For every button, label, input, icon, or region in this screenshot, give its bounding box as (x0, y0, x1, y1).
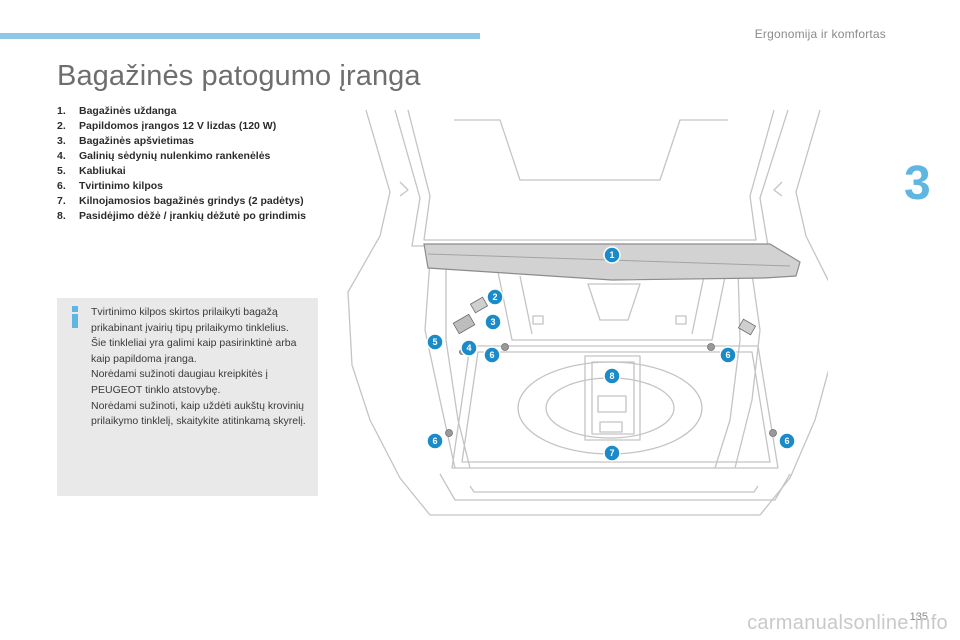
callout-label: 6 (784, 436, 789, 446)
page-title: Bagažinės patogumo įranga (57, 60, 421, 92)
callout-5: 5 (426, 333, 444, 351)
legend-item: 6. Tvirtinimo kilpos (57, 179, 327, 194)
legend-number: 1. (57, 105, 66, 117)
legend-label: Kabliukai (79, 165, 126, 177)
info-icon (69, 306, 81, 328)
callout-6: 6 (778, 432, 796, 450)
legend-item: 2. Papildomos įrangos 12 V lizdas (120 W) (57, 119, 327, 134)
info-text: Tvirtinimo kilpos skirtos prilaikyti bag… (91, 305, 313, 430)
callout-label: 6 (432, 436, 437, 446)
legend-item: 4. Galinių sėdynių nulenkimo rankenėlės (57, 149, 327, 164)
callout-6: 6 (719, 346, 737, 364)
trunk-diagram: 1 2 3 4 5 6 6 6 (347, 109, 828, 516)
callout-label: 2 (492, 292, 497, 302)
legend-number: 5. (57, 165, 66, 177)
watermark: carmanualsonline.info (747, 612, 948, 634)
callout-4: 4 (460, 339, 478, 357)
legend-label: Galinių sėdynių nulenkimo rankenėlės (79, 150, 271, 162)
callout-label: 4 (466, 343, 471, 353)
info-paragraph: Tvirtinimo kilpos skirtos prilaikyti bag… (91, 306, 289, 334)
callout-2: 2 (486, 288, 504, 306)
legend-label: Bagažinės apšvietimas (79, 135, 194, 147)
callout-label: 6 (725, 350, 730, 360)
legend-item: 1. Bagažinės uždanga (57, 104, 327, 119)
legend-number: 4. (57, 150, 66, 162)
legend-label: Bagažinės uždanga (79, 105, 177, 117)
legend-item: 3. Bagažinės apšvietimas (57, 134, 327, 149)
legend-label: Tvirtinimo kilpos (79, 180, 164, 192)
legend-number: 2. (57, 120, 66, 132)
legend-item: 8. Pasidėjimo dėžė / įrankių dėžutė po gr… (57, 209, 327, 224)
legend-label: Papildomos įrangos 12 V lizdas (120 W) (79, 120, 277, 132)
callout-label: 6 (489, 350, 494, 360)
callout-7: 7 (603, 444, 621, 462)
info-paragraph: Norėdami sužinoti, kaip uždėti aukštų kr… (91, 399, 306, 428)
section-title: Ergonomija ir komfortas (754, 27, 886, 41)
legend-label: Kilnojamosios bagažinės grindys (2 padėt… (79, 195, 304, 207)
legend-number: 3. (57, 135, 66, 147)
callout-label: 5 (432, 337, 437, 347)
callout-label: 7 (609, 448, 614, 458)
legend-item: 5. Kabliukai (57, 164, 327, 179)
info-paragraph: Norėdami sužinoti daugiau kreipkitės į P… (91, 368, 268, 396)
info-paragraph: Šie tinkleliai yra galimi kaip pasirinkt… (91, 337, 297, 365)
callout-label: 1 (609, 250, 614, 260)
callout-8: 8 (603, 367, 621, 385)
callout-6: 6 (426, 432, 444, 450)
legend-list: 1. Bagažinės uždanga 2. Papildomos įrangos… (57, 104, 327, 224)
legend-number: 6. (57, 180, 66, 192)
legend-number: 7. (57, 195, 66, 207)
callout-3: 3 (484, 313, 502, 331)
chapter-number: 3 (904, 157, 931, 210)
legend-item: 7. Kilnojamosios bagažinės grindys (2 pad… (57, 194, 327, 209)
page-number: 135 (909, 611, 928, 623)
legend-number: 8. (57, 210, 66, 222)
header-accent-bar (0, 33, 480, 39)
legend-label: Pasidėjimo dėžė / įrankių dėžutė po grin… (79, 210, 306, 222)
callout-label: 8 (609, 371, 614, 381)
callout-1: 1 (603, 246, 621, 264)
info-box: Tvirtinimo kilpos skirtos prilaikyti bag… (57, 298, 318, 496)
callout-label: 3 (490, 317, 495, 327)
callout-6: 6 (483, 346, 501, 364)
